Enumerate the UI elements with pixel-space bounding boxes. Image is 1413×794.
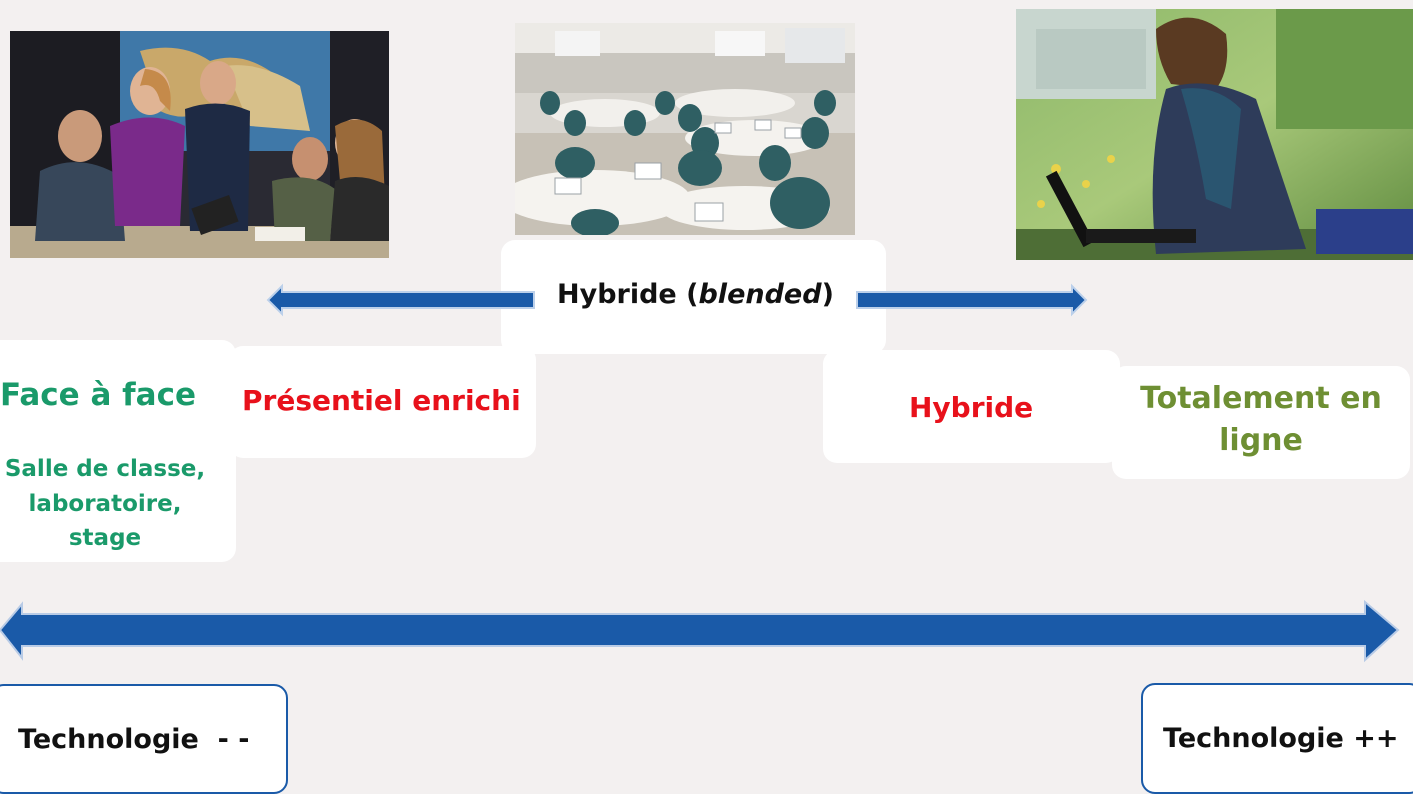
hybrid-blended-card bbox=[501, 240, 886, 354]
face-to-face-card bbox=[0, 340, 236, 562]
technology-high-label: Technologie ++ bbox=[1163, 723, 1399, 754]
hybrid-blended-suffix: ) bbox=[821, 279, 834, 310]
hybrid-label: Hybride bbox=[909, 391, 1034, 424]
fully-online-line-1: Totalement en bbox=[1140, 381, 1382, 416]
student-with-laptop-outdoors-photo bbox=[1016, 9, 1413, 260]
face-to-face-detail-1: Salle de classe, bbox=[4, 456, 206, 482]
hybrid-blended-label: Hybride (blended) bbox=[557, 279, 834, 312]
face-to-face-detail-2: laboratoire, bbox=[28, 490, 182, 517]
technology-low-label: Technologie - - bbox=[18, 724, 250, 755]
technology-high-box: Technologie ++ bbox=[1141, 683, 1413, 794]
hybrid-card bbox=[823, 350, 1120, 463]
fully-online-line-2: ligne bbox=[1219, 423, 1303, 458]
classroom-group-photo bbox=[10, 31, 389, 258]
fully-online-card bbox=[1112, 366, 1410, 479]
technology-low-box: Technologie - - bbox=[0, 684, 288, 794]
technology-scale-arrow bbox=[0, 599, 1400, 663]
enriched-presence-card bbox=[229, 346, 536, 458]
hybrid-blended-italic: blended bbox=[698, 279, 822, 310]
enriched-presence-label: Présentiel enrichi bbox=[242, 384, 521, 417]
blended-left-arrow bbox=[266, 283, 535, 317]
round-tables-classroom-photo bbox=[515, 23, 855, 235]
fully-online-label: Totalement en ligne bbox=[1130, 378, 1392, 462]
blended-right-arrow bbox=[856, 283, 1088, 317]
face-to-face-details: Salle de classe, laboratoire, stage bbox=[0, 452, 216, 556]
face-to-face-title: Face à face bbox=[0, 377, 196, 413]
hybrid-blended-prefix: Hybride ( bbox=[557, 279, 699, 310]
face-to-face-detail-3: stage bbox=[68, 525, 142, 551]
